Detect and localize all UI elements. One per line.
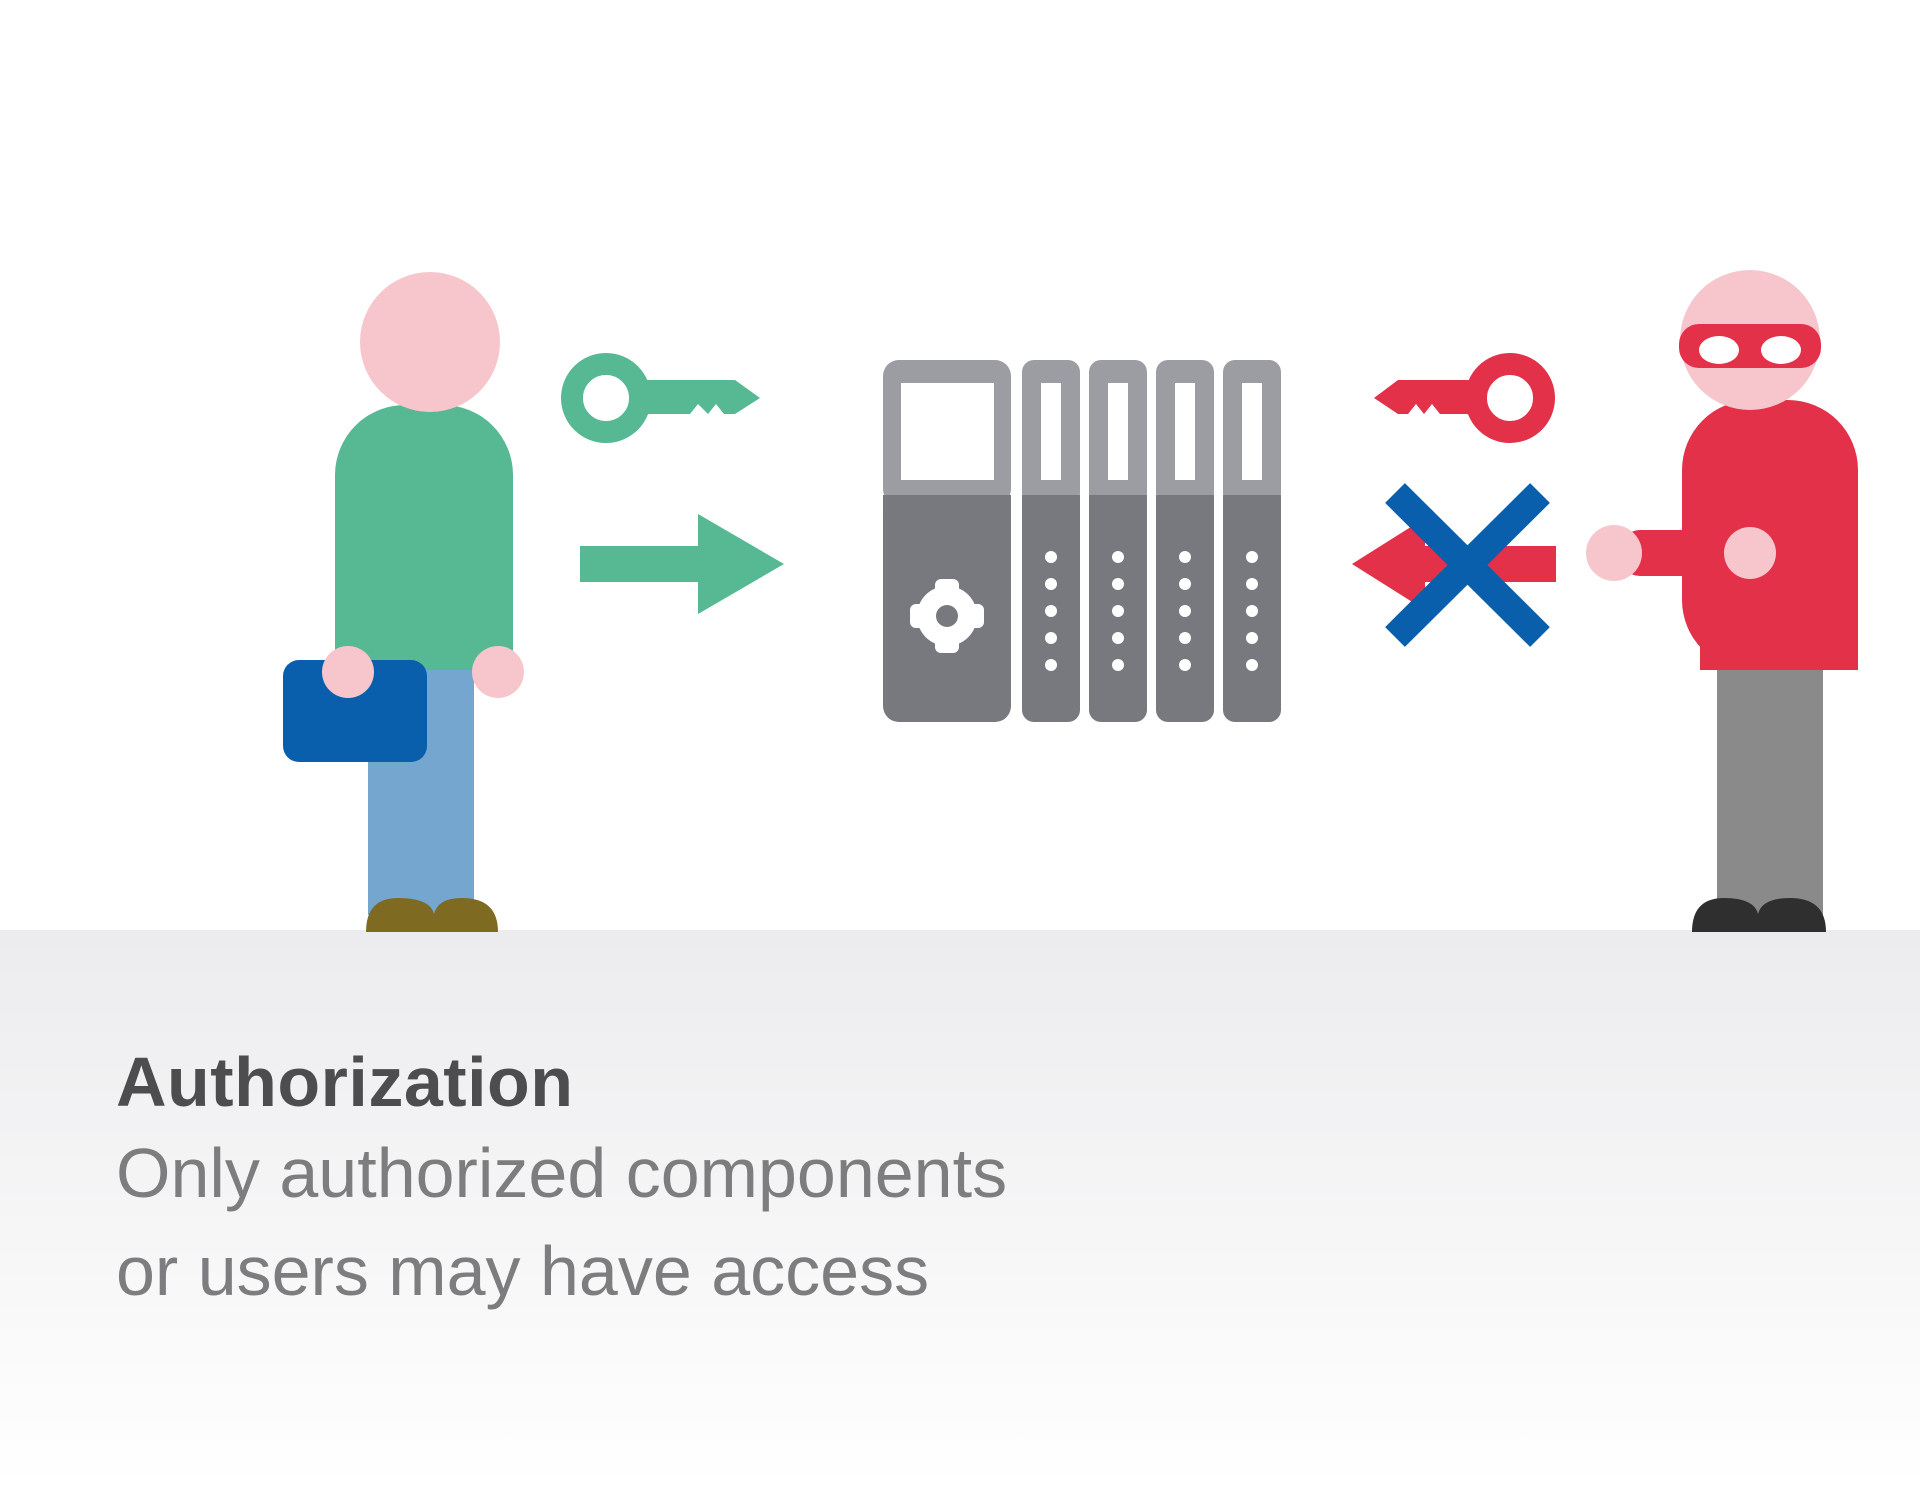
caption-title: Authorization	[116, 1043, 574, 1121]
intruder-arm	[1620, 530, 1710, 576]
caption-body: Only authorized components or users may …	[116, 1124, 1316, 1320]
io-module-1	[1022, 360, 1080, 722]
blocked-x-icon	[1385, 483, 1550, 647]
intruder-hand	[1586, 525, 1642, 581]
floor-panel	[0, 930, 1920, 1485]
denied-key-icon	[1374, 353, 1555, 443]
user-torso-bottom	[335, 540, 513, 670]
cpu-module	[883, 360, 1011, 722]
caption: Authorization Only authorized components…	[116, 1040, 1316, 1320]
mask-icon	[1679, 324, 1821, 368]
io-module-2	[1089, 360, 1147, 722]
intruder-shoes	[1692, 898, 1826, 932]
plc-device-icon	[883, 360, 1281, 722]
user-head	[360, 272, 500, 412]
user-shoes	[366, 898, 498, 932]
intruder-legs	[1717, 660, 1823, 915]
arrow-right-icon	[580, 514, 784, 614]
intruder-elbow	[1724, 527, 1776, 579]
authorized-user-icon	[283, 272, 524, 932]
caption-line-1: Only authorized components	[116, 1134, 1008, 1212]
intruder-icon	[1586, 270, 1858, 932]
briefcase-icon	[283, 660, 427, 762]
io-module-4	[1223, 360, 1281, 722]
granted-key-icon	[561, 353, 760, 443]
user-right-hand	[472, 646, 524, 698]
caption-line-2: or users may have access	[116, 1232, 930, 1310]
io-module-3	[1156, 360, 1214, 722]
user-left-hand	[322, 646, 374, 698]
intruder-torso-bottom	[1700, 560, 1858, 670]
